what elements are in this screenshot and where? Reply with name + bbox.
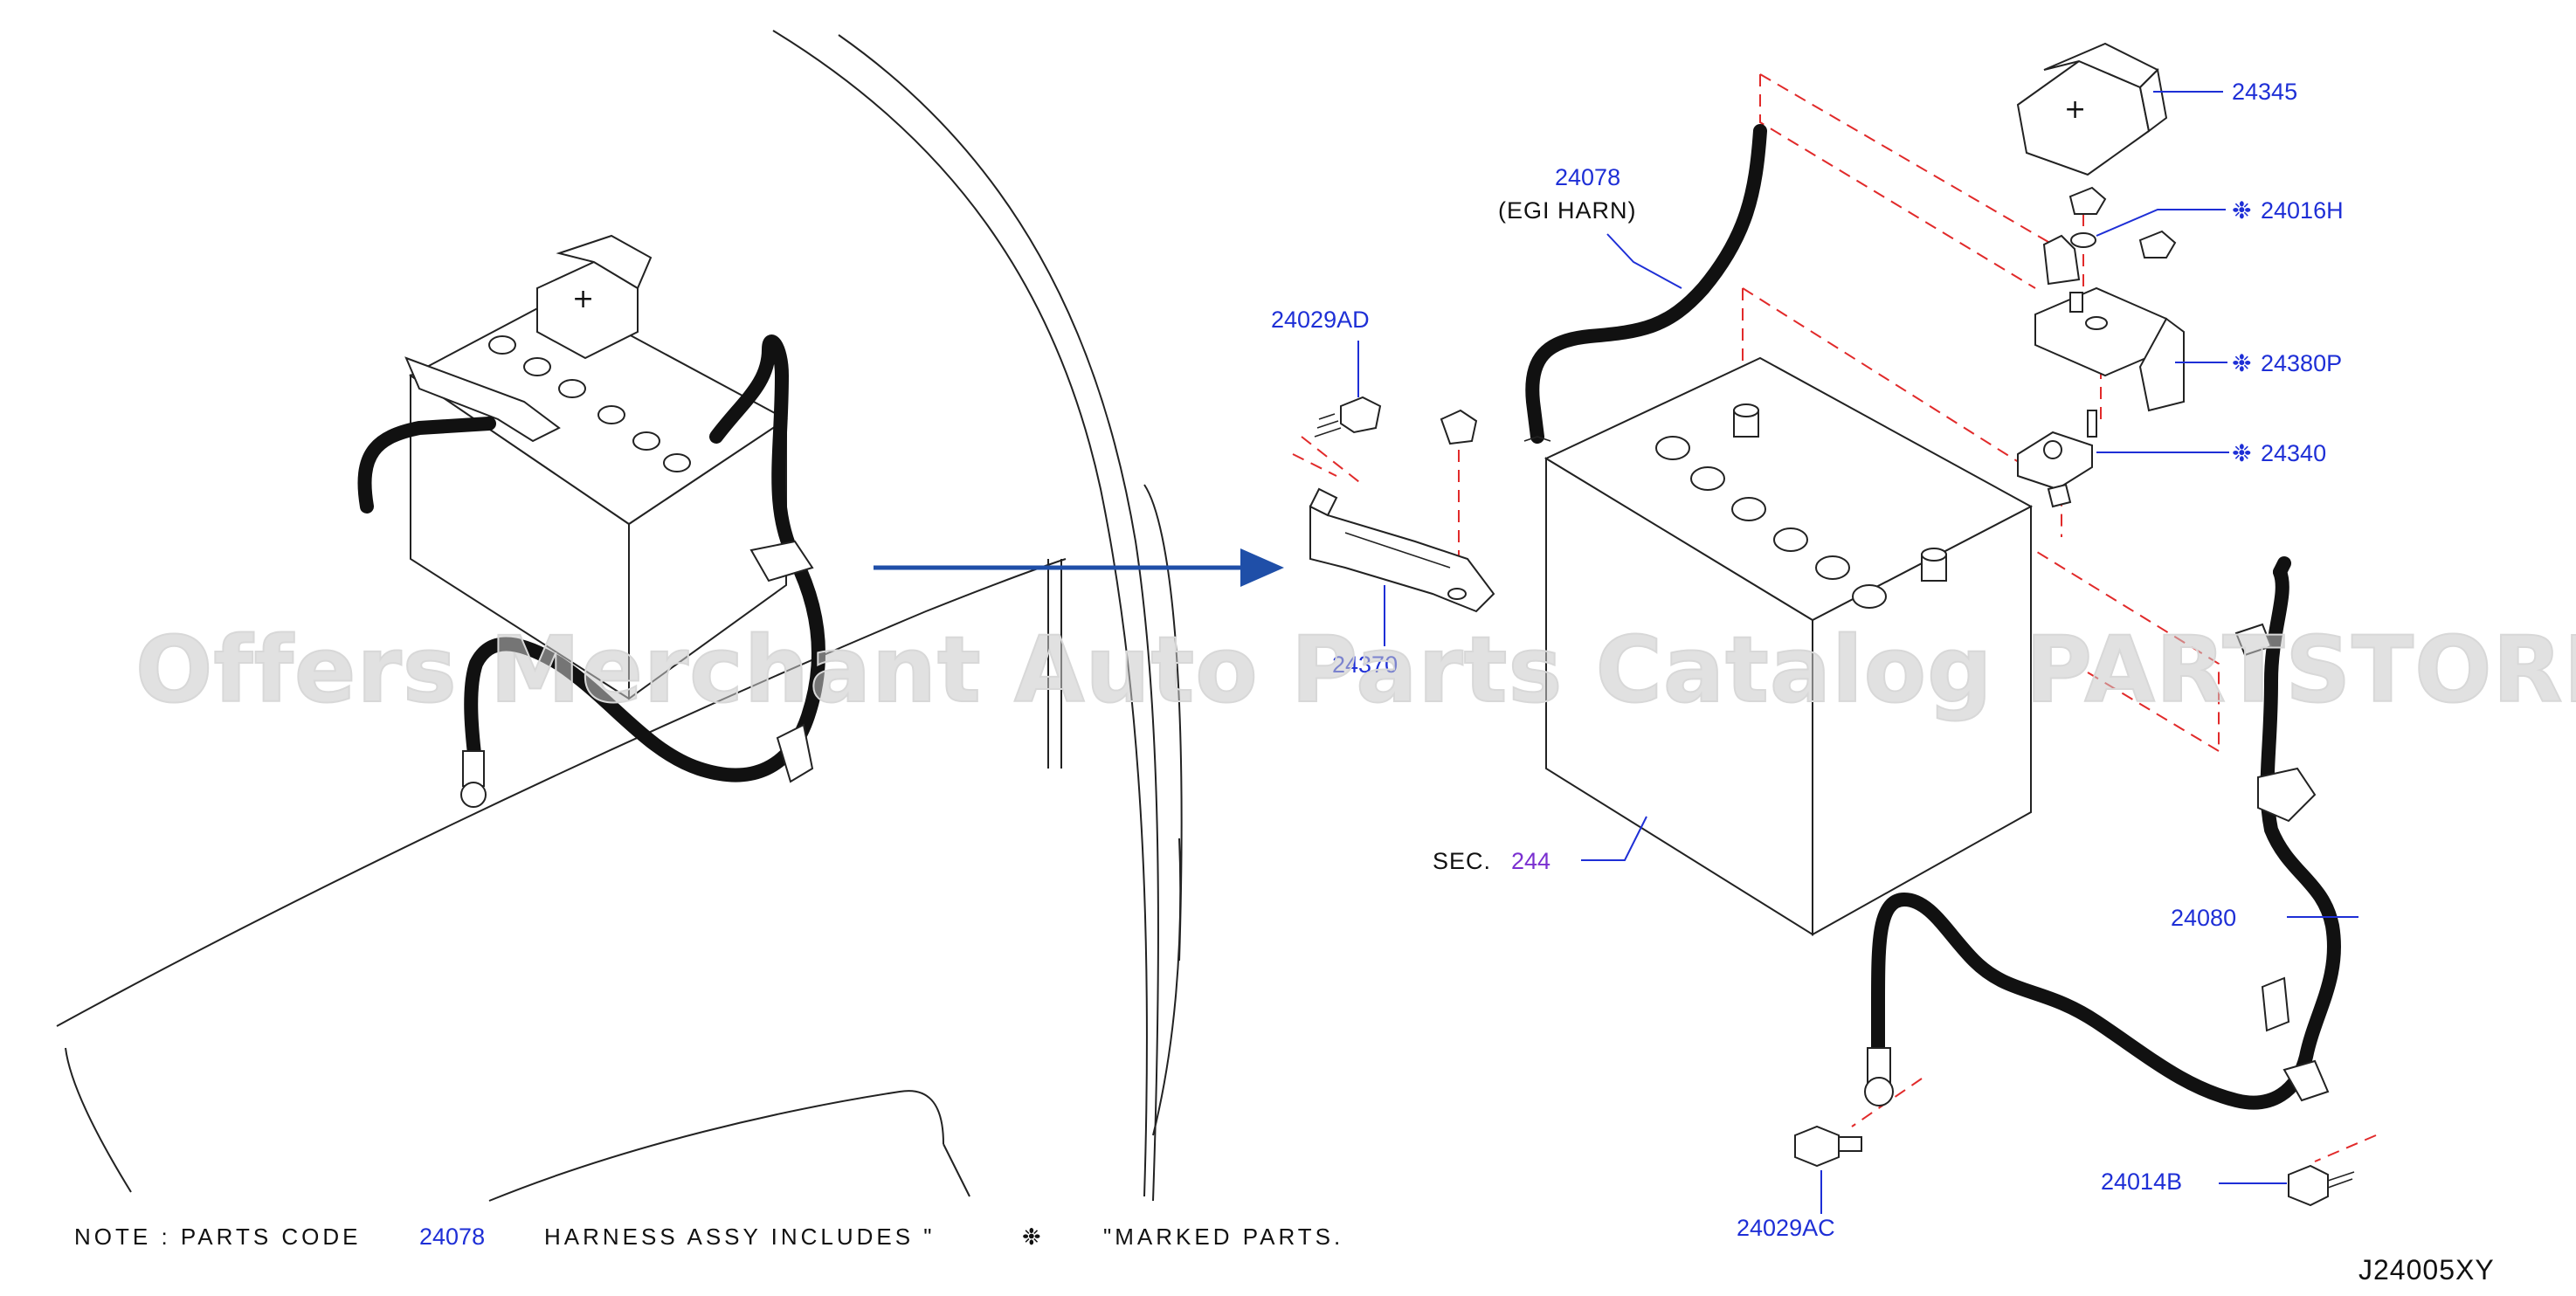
- label-terminal: 24340: [2261, 440, 2326, 466]
- note-symbol-icon: ❉: [1022, 1224, 1045, 1251]
- note-code: 24078: [419, 1224, 485, 1250]
- terminal-cover: +: [2016, 42, 2168, 176]
- bolt-24029ad: [1314, 396, 1382, 438]
- label-egi-harness-code: 24078: [1555, 164, 1620, 190]
- battery-caps-left: [488, 335, 691, 472]
- label-fuse-block: 24380P: [2261, 350, 2342, 376]
- installed-battery-assembly: +: [357, 234, 825, 808]
- ground-bolts: [1794, 1125, 2355, 1207]
- battery-post-negative: [1921, 548, 1947, 582]
- marker-symbol-icon: ❉: [2232, 440, 2252, 467]
- direction-arrow: [874, 548, 1284, 587]
- marker-symbol-icon: ❉: [2232, 197, 2252, 224]
- washer: [2070, 232, 2096, 248]
- note-prefix: NOTE : PARTS CODE: [74, 1224, 362, 1250]
- clamp-24370: [1309, 487, 1495, 613]
- watermark: Offers Merchant Auto Parts Catalog PARTS…: [135, 617, 2576, 723]
- label-terminal-cover: 24345: [2232, 79, 2297, 105]
- battery: [1544, 356, 2034, 936]
- battery-terminal: [2017, 410, 2097, 508]
- fusible-link-bracket: [2042, 234, 2081, 286]
- ring-terminal-left: [460, 750, 487, 808]
- label-battery-cable: 24080: [2171, 905, 2236, 931]
- label-section-number[interactable]: 244: [1511, 848, 1550, 874]
- clamp-hardware: [1309, 396, 1495, 613]
- cable-clip-middle: [2257, 767, 2317, 823]
- label-bolt-24029ad: 24029AD: [1271, 307, 1370, 333]
- bolt-24029ac: [1794, 1125, 1862, 1168]
- terminal-cover-polarity-mark: +: [2064, 94, 2086, 125]
- battery-cable: [1864, 556, 2341, 1110]
- ring-terminal: [1864, 1077, 1894, 1106]
- label-bolt-24014b: 24014B: [2101, 1168, 2182, 1195]
- cable-clip-upper: [2234, 623, 2273, 657]
- fuse-block: [2034, 286, 2185, 412]
- nut-lower: [2138, 230, 2177, 259]
- diagram-reference: J24005XY: [2358, 1254, 2495, 1286]
- note-suffix: "MARKED PARTS.: [1103, 1224, 1343, 1250]
- label-section-prefix: SEC.: [1433, 848, 1491, 874]
- nut-upper: [2068, 186, 2107, 215]
- battery-post-positive: [1733, 403, 1759, 438]
- battery-caps: [1655, 436, 1887, 609]
- fuse-hardware: [2017, 186, 2185, 508]
- label-bolt-24029ac: 24029AC: [1737, 1215, 1835, 1241]
- terminal-cover-installed: +: [536, 234, 653, 360]
- note-middle: HARNESS ASSY INCLUDES ": [544, 1224, 936, 1250]
- label-egi-harness-name: (EGI HARN): [1498, 197, 1637, 224]
- cable-clip-bracket: [2282, 1059, 2330, 1102]
- label-fusible-link: 24016H: [2261, 197, 2344, 224]
- polarity-mark: +: [572, 284, 594, 314]
- marker-symbol-icon: ❉: [2232, 350, 2252, 377]
- egi-harness: [1523, 124, 1767, 444]
- vehicle-body-outline: [56, 30, 1183, 1202]
- cable-clip-lower: [2261, 976, 2290, 1032]
- clamp-nut: [1440, 409, 1478, 445]
- parts-note: NOTE : PARTS CODE 24078 HARNESS ASSY INC…: [74, 1224, 1343, 1251]
- bolt-24014b: [2288, 1164, 2355, 1207]
- callout-leaders: [1357, 91, 2358, 1214]
- assembly-guide-lines: [1292, 73, 2377, 1162]
- label-clamp: 24370: [1332, 651, 1398, 678]
